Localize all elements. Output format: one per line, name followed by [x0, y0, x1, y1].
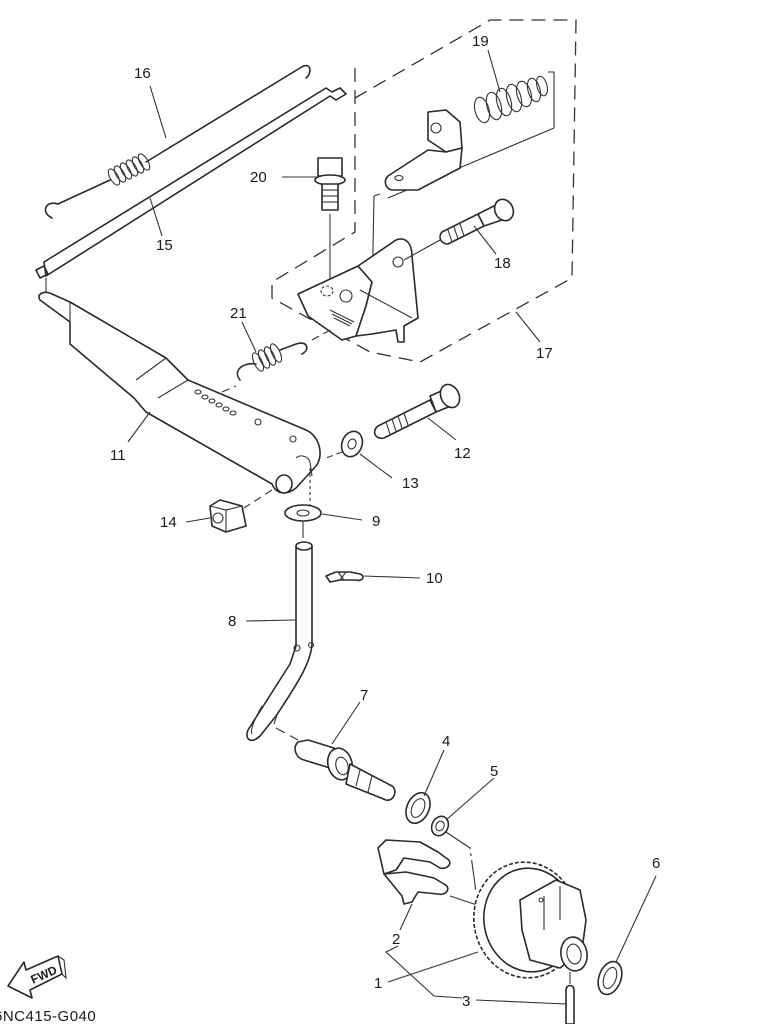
part-12-bolt — [373, 383, 461, 440]
part-1-gear-assembly — [473, 861, 588, 979]
drawing-code: 6NC415-G040 — [0, 1008, 97, 1025]
part-16-spring-rod — [44, 64, 311, 219]
callout-labels: 16 15 20 19 18 17 21 11 12 13 14 9 10 8 … — [110, 33, 660, 1010]
fwd-arrow-icon: FWD — [7, 955, 67, 999]
main-bracket — [297, 238, 419, 343]
callout-12: 12 — [454, 445, 471, 462]
part-18-bolt — [403, 198, 515, 261]
part-5-nut — [430, 815, 477, 893]
callout-3: 3 — [462, 993, 470, 1010]
part-10-clip — [325, 571, 364, 583]
callout-20: 20 — [250, 169, 267, 186]
callout-1: 1 — [374, 975, 382, 992]
part-2-shift-forks — [377, 839, 487, 909]
callout-4: 4 — [442, 733, 450, 750]
part-3-pin — [565, 972, 575, 1024]
part-20-bolt — [314, 157, 346, 292]
part-8-shift-rod — [246, 541, 315, 742]
callout-6: 6 — [652, 855, 660, 872]
callout-8: 8 — [228, 613, 236, 630]
part-9-washer — [284, 504, 322, 538]
assembly-17-boundary — [271, 19, 577, 363]
callout-2: 2 — [392, 931, 400, 948]
callout-19: 19 — [472, 33, 489, 50]
part-7-shaft — [294, 739, 396, 801]
callout-13: 13 — [402, 475, 419, 492]
callout-leaders — [127, 49, 657, 1005]
callout-15: 15 — [156, 237, 173, 254]
callout-10: 10 — [426, 570, 443, 587]
part-14-nut — [209, 499, 247, 533]
callout-16: 16 — [134, 65, 151, 82]
part-11-lever — [38, 291, 321, 510]
part-13-washer — [325, 430, 364, 459]
part-21-spring — [221, 327, 335, 393]
part-6-washer — [597, 960, 623, 996]
callout-9: 9 — [372, 513, 380, 530]
part-4-washer — [405, 791, 431, 825]
callout-11: 11 — [110, 447, 126, 464]
callout-7: 7 — [360, 687, 368, 704]
callout-18: 18 — [494, 255, 511, 272]
callout-14: 14 — [160, 514, 177, 531]
callout-5: 5 — [490, 763, 498, 780]
callout-17: 17 — [536, 345, 553, 362]
callout-21: 21 — [230, 305, 247, 322]
part-19-spring — [473, 75, 549, 124]
